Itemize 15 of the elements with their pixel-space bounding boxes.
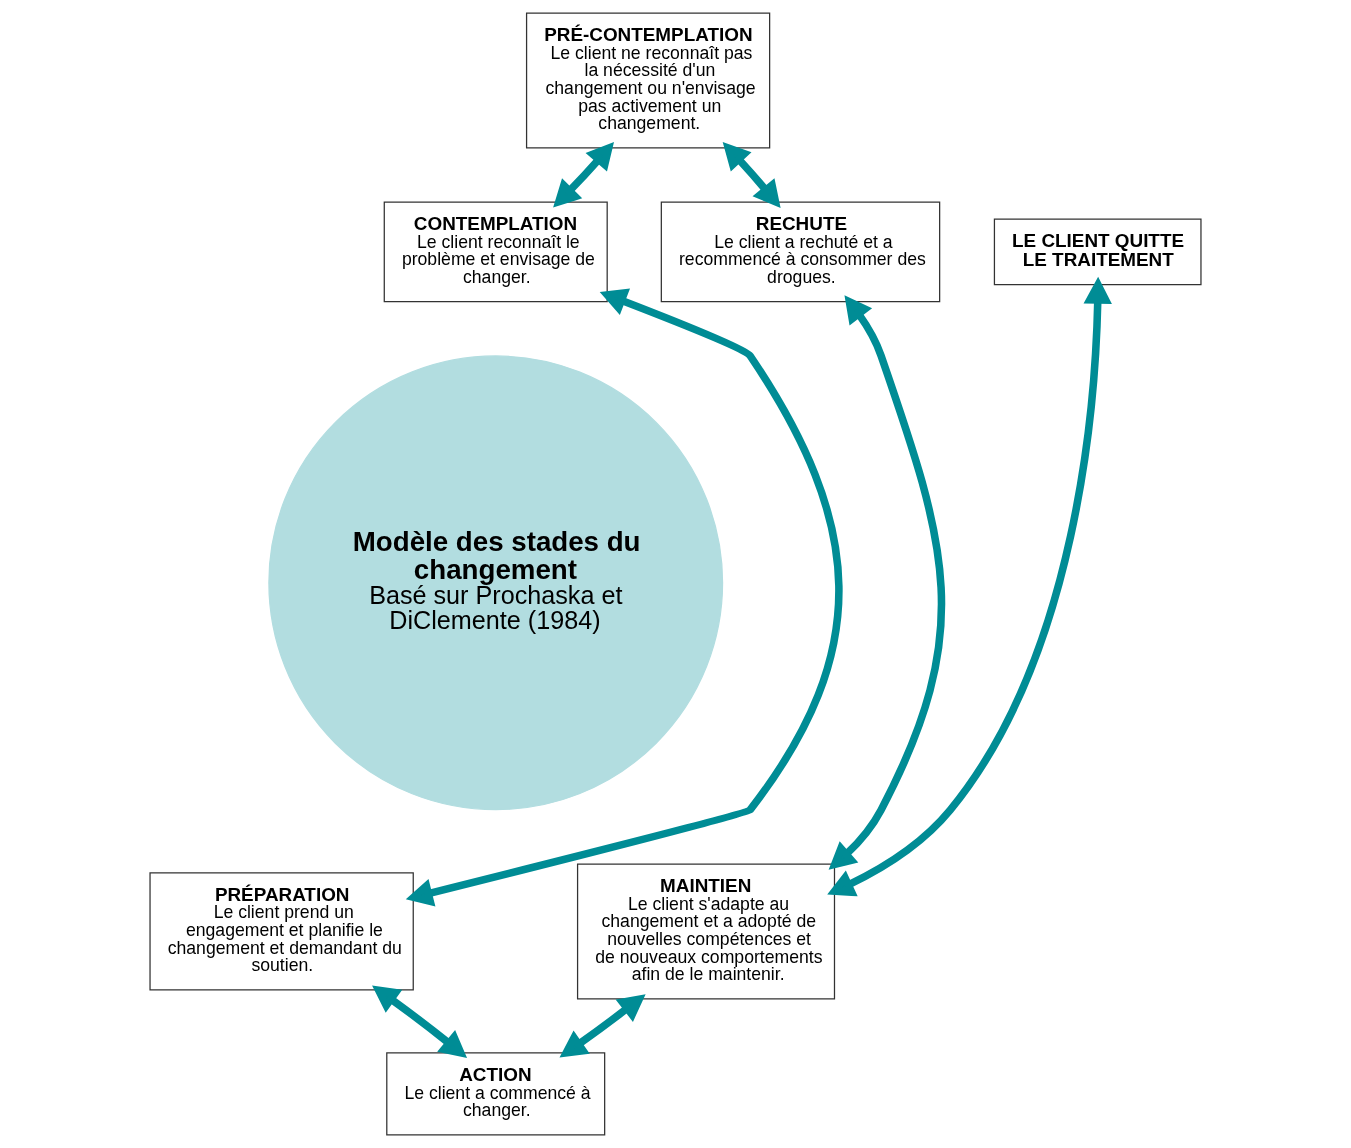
node-box: CONTEMPLATION Le client reconnaît le problème et envisage de changer. bbox=[383, 201, 608, 303]
node-circle: Modèle des stades du changement Basé sur Prochaska et DiClemente (1984) bbox=[268, 355, 724, 811]
arrow bbox=[553, 141, 614, 208]
arrow bbox=[372, 985, 468, 1059]
arrow bbox=[828, 295, 945, 870]
node-box: PRÉ-CONTEMPLATION Le client ne reconnaît pas la nécessité d'un changement ou n'envisage pas activement un changement. bbox=[525, 12, 771, 149]
arrow bbox=[722, 142, 781, 209]
node-box: RECHUTE Le client a rechuté et a recommencé à consommer des drogues. bbox=[660, 201, 941, 303]
arrow bbox=[827, 276, 1112, 897]
arrow bbox=[559, 994, 646, 1058]
arrow bbox=[405, 288, 843, 907]
node-box: ACTION Le client a commencé à changer. bbox=[386, 1052, 606, 1136]
node-box: MAINTIEN Le client s'adapte au changement et a adopté de nouvelles compétences et de nouveaux comportements afin de le maintenir. bbox=[576, 863, 836, 1000]
node-box: PRÉPARATION Le client prend un engagement et planifie le changement et demandant du soutien. bbox=[149, 872, 414, 991]
node-box: LE CLIENT QUITTE LE TRAITEMENT bbox=[993, 218, 1202, 286]
